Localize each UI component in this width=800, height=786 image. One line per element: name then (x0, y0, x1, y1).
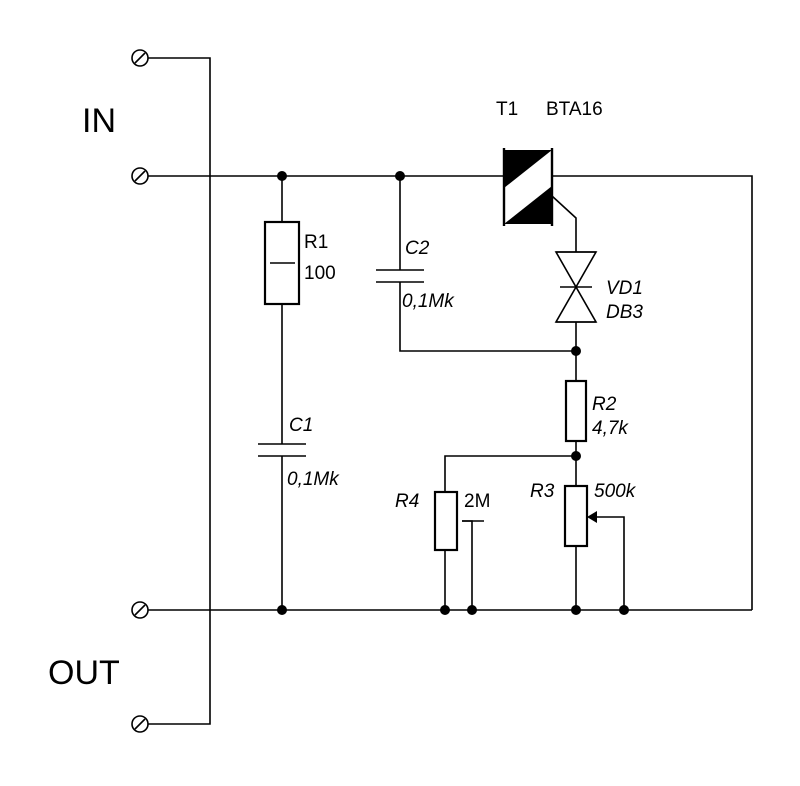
r2-value: 4,7k (592, 418, 629, 439)
resistor-r2 (564, 379, 588, 443)
in-label: IN (82, 102, 116, 140)
r3-ref: R3 (530, 481, 555, 502)
terminal-out-1 (131, 601, 149, 619)
t1-ref: T1 (496, 99, 518, 120)
terminal-in-2 (131, 167, 149, 185)
c1-ref: C1 (289, 415, 313, 436)
out-label: OUT (48, 654, 120, 692)
trimmer-r4 (433, 490, 459, 552)
terminal-out-2 (131, 715, 149, 733)
r4-ref: R4 (395, 491, 419, 512)
r4-value: 2M (464, 491, 490, 512)
c2-ref: C2 (405, 238, 430, 259)
return-wire (552, 175, 753, 610)
wiper-arrow-icon (587, 511, 597, 523)
vd1-value: DB3 (606, 302, 643, 323)
r3-value: 500k (594, 481, 637, 502)
triac-t1 (502, 148, 577, 252)
r1-ref: R1 (304, 232, 328, 253)
r2-ref: R2 (592, 394, 617, 415)
c2-value: 0,1Mk (402, 291, 455, 312)
bypass-wire (148, 57, 211, 725)
diac-vd1 (554, 251, 598, 323)
vd1-ref: VD1 (606, 278, 643, 299)
terminal-in-1 (131, 49, 149, 67)
r1-value: 100 (304, 263, 336, 284)
potentiometer-r3 (563, 484, 589, 548)
c1-value: 0,1Mk (287, 469, 340, 490)
t1-value: BTA16 (546, 99, 603, 120)
